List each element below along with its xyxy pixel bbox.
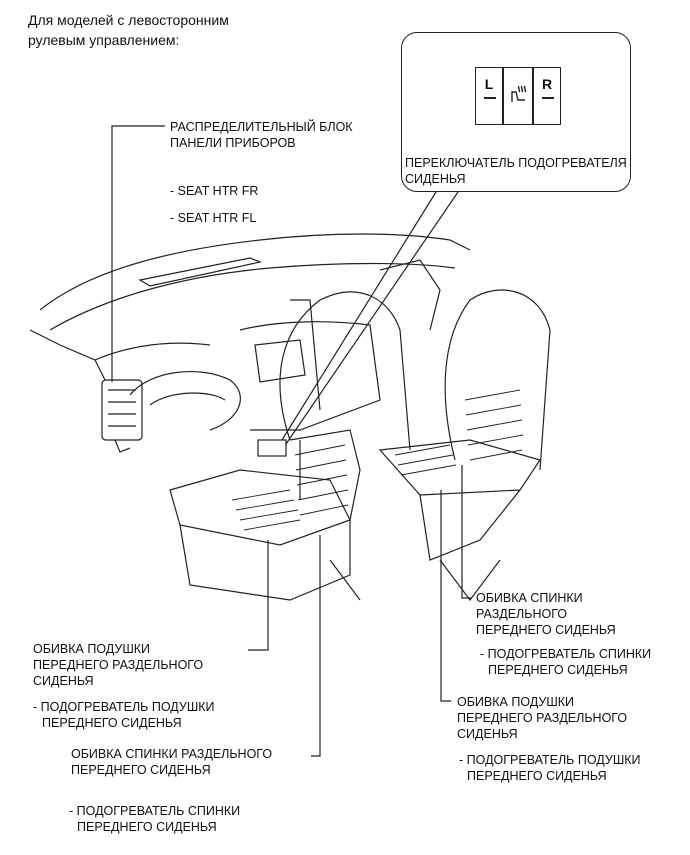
junction-block-label-1: РАСПРЕДЕЛИТЕЛЬНЫЙ БЛОК	[170, 120, 353, 134]
seat-heater-icon	[511, 85, 527, 102]
left-cushion-sub-2: ПЕРЕДНЕГО СИДЕНЬЯ	[42, 716, 182, 730]
seat-heater-switch-left: L	[475, 67, 503, 125]
left-switch-label: L	[484, 76, 494, 92]
right-back-label-1: ОБИВКА СПИНКИ	[476, 591, 583, 605]
center-display	[254, 339, 306, 383]
left-back-sub-2: ПЕРЕДНЕГО СИДЕНЬЯ	[77, 820, 217, 834]
left-seat-cushion	[169, 469, 351, 546]
fuse-seat-htr-fr: - SEAT HTR FR	[170, 184, 259, 198]
leader-right-back	[461, 465, 472, 599]
header-line-2: рулевым управлением:	[28, 32, 180, 48]
leader-right-cushion	[440, 490, 451, 702]
left-back-label-2: ПЕРЕДНЕГО СИДЕНЬЯ	[71, 763, 211, 777]
junction-block-label-2: ПАНЕЛИ ПРИБОРОВ	[170, 136, 296, 150]
left-back-label-1: ОБИВКА СПИНКИ РАЗДЕЛЬНОГО	[71, 747, 273, 761]
left-cushion-label-3: СИДЕНЬЯ	[33, 674, 94, 688]
console-switch	[257, 439, 287, 457]
right-indicator	[542, 97, 554, 99]
left-back-heater-grid	[294, 444, 349, 516]
junction-block	[101, 379, 143, 441]
header-line-1: Для моделей с левосторонним	[28, 12, 229, 28]
dashboard-outline	[39, 233, 471, 311]
right-back-label-2: РАЗДЕЛЬНОГО	[476, 607, 567, 621]
left-seat-back	[289, 429, 361, 521]
right-cushion-label-2: ПЕРЕДНЕГО РАЗДЕЛЬНОГО	[457, 711, 628, 725]
right-cushion-label-1: ОБИВКА ПОДУШКИ	[457, 695, 575, 709]
steering-column	[129, 370, 241, 431]
leader-junction-block	[111, 125, 165, 382]
switch-caption-line-2: СИДЕНЬЯ	[405, 172, 466, 186]
right-cushion-sub-1: - ПОДОГРЕВАТЕЛЬ ПОДУШКИ	[459, 753, 641, 767]
switch-caption-line-1: ПЕРЕКЛЮЧАТЕЛЬ ПОДОГРЕВАТЕЛЯ	[405, 156, 627, 170]
leader-left-cushion	[248, 540, 269, 651]
right-cushion-heater-grid	[394, 444, 457, 476]
leader-left-back	[311, 535, 321, 757]
right-seat-back	[444, 289, 551, 471]
right-seat-cushion	[378, 439, 541, 496]
right-cushion-sub-2: ПЕРЕДНЕГО СИДЕНЬЯ	[467, 769, 607, 783]
right-back-label-3: ПЕРЕДНЕГО СИДЕНЬЯ	[476, 623, 616, 637]
seat-heater-switch-right: R	[533, 67, 561, 125]
left-cushion-heater-grid	[231, 489, 301, 531]
left-cushion-label-1: ОБИВКА ПОДУШКИ	[33, 642, 151, 656]
right-cushion-label-3: СИДЕНЬЯ	[457, 727, 518, 741]
seat-heater-switch-callout: L R	[401, 32, 631, 192]
right-switch-label: R	[541, 76, 553, 92]
left-indicator	[484, 97, 496, 99]
left-cushion-label-2: ПЕРЕДНЕГО РАЗДЕЛЬНОГО	[33, 658, 204, 672]
switch-pointer	[281, 191, 437, 441]
fuse-seat-htr-fl: - SEAT HTR FL	[170, 211, 257, 225]
left-cushion-sub-1: - ПОДОГРЕВАТЕЛЬ ПОДУШКИ	[33, 700, 215, 714]
seat-heater-icon-button	[503, 67, 533, 125]
right-back-sub-1: - ПОДОГРЕВАТЕЛЬ СПИНКИ	[480, 647, 652, 661]
right-back-sub-2: ПЕРЕДНЕГО СИДЕНЬЯ	[488, 663, 628, 677]
left-back-sub-1: - ПОДОГРЕВАТЕЛЬ СПИНКИ	[69, 804, 241, 818]
right-back-heater-grid	[464, 389, 524, 461]
